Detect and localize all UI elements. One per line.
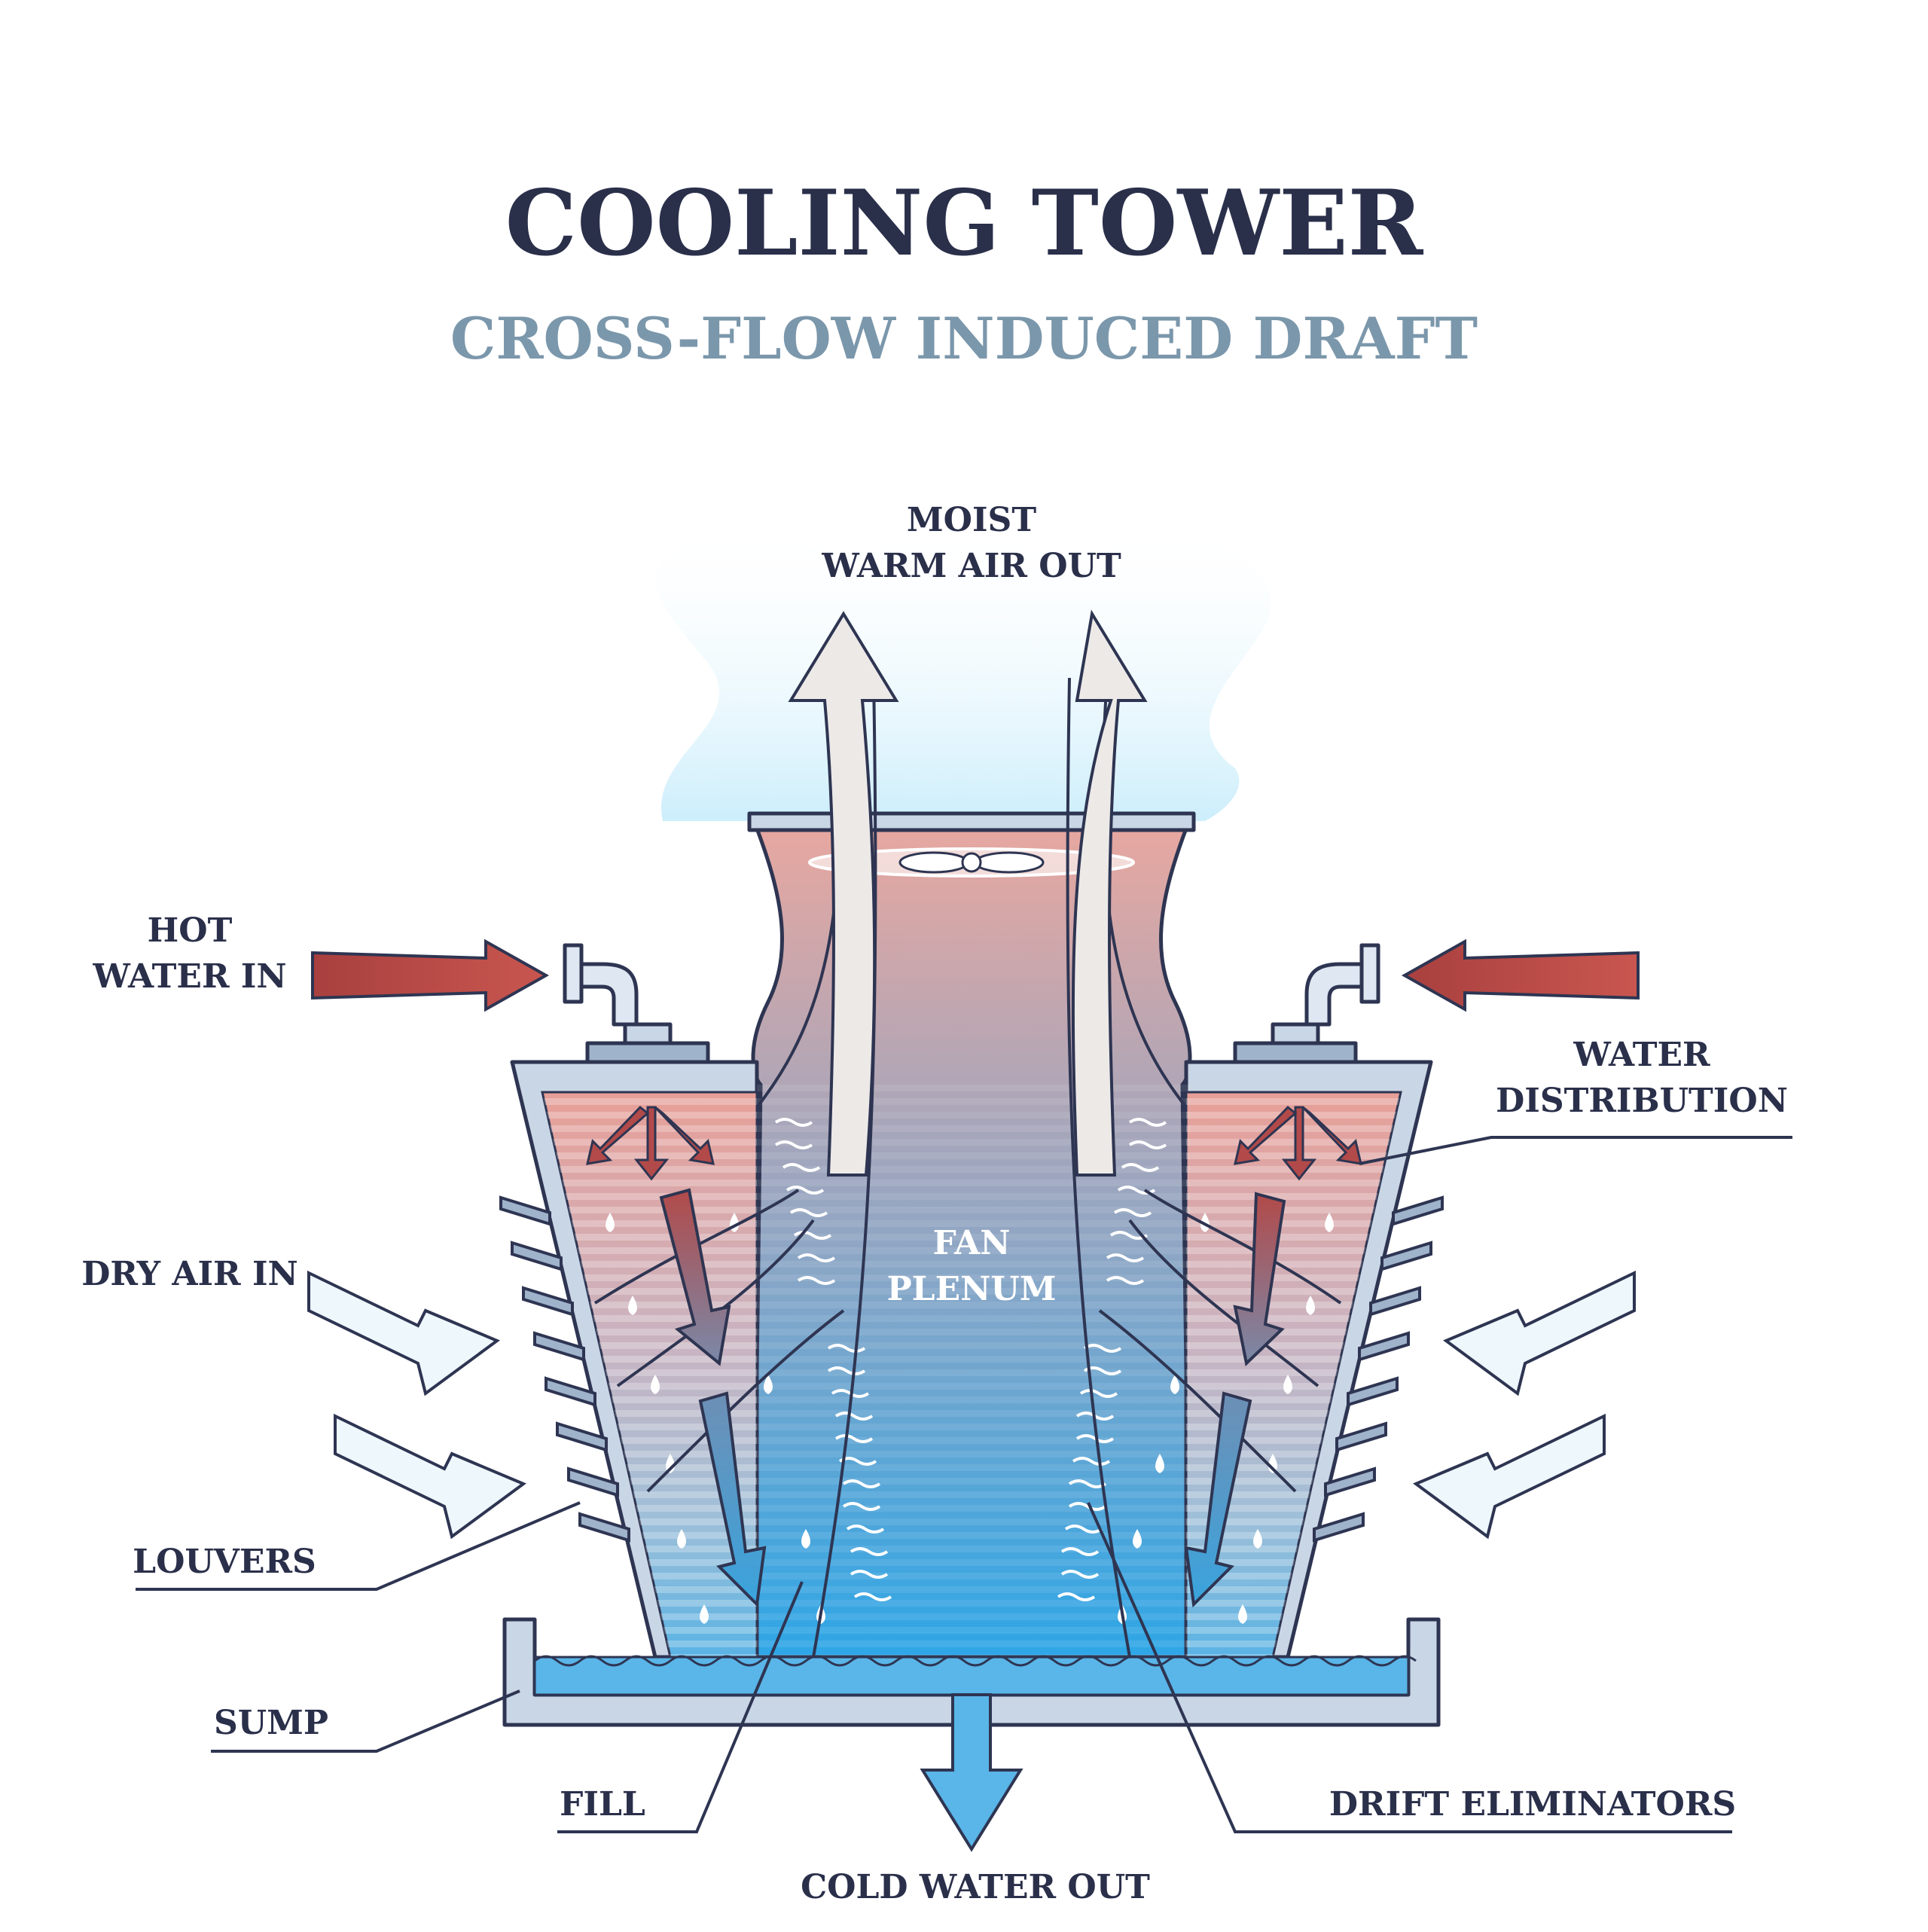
louvers-leader — [136, 1501, 581, 1591]
left-water-distribution-arrows — [586, 1105, 715, 1181]
left-hot-water-pipe — [563, 943, 710, 1064]
diagram-subtitle: CROSS-FLOW INDUCED DRAFT — [450, 305, 1478, 372]
right-louvers — [1313, 1195, 1444, 1543]
drift-eliminators-leader — [1087, 1502, 1732, 1833]
left-water-downflow-arrow — [659, 1188, 767, 1608]
fan-icon — [808, 847, 1135, 877]
water-distribution-label-line1: WATER — [1573, 1036, 1710, 1074]
hot-water-in-arrow-left — [311, 939, 550, 1012]
moist-air-label-line2: WARM AIR OUT — [821, 547, 1121, 585]
fill-label: FILL — [560, 1785, 645, 1824]
cold-water-out-arrow — [920, 1693, 1023, 1852]
sump-leader — [211, 1689, 520, 1753]
fan-plenum-label-line1: FAN — [932, 1224, 1010, 1262]
air-flow-lines — [593, 677, 1342, 1658]
sump-label: SUMP — [214, 1704, 328, 1742]
drift-eliminators-label: DRIFT ELIMINATORS — [1329, 1785, 1736, 1824]
louvers-label: LOUVERS — [133, 1543, 316, 1581]
left-fill-section — [510, 1060, 759, 1659]
left-louvers — [499, 1195, 630, 1543]
fill-leader — [557, 1581, 804, 1833]
hot-water-in-arrow-right — [1401, 939, 1640, 1012]
right-water-distribution-arrows — [1234, 1105, 1362, 1181]
water-distribution-leader — [1359, 1136, 1792, 1165]
water-distribution-label-line2: DISTRIBUTION — [1496, 1082, 1788, 1120]
dry-air-in-arrows-left — [307, 1270, 527, 1540]
moist-air-label-line1: MOIST — [907, 501, 1036, 539]
sump-basin — [502, 1617, 1441, 1727]
diagram-title: COOLING TOWER — [505, 170, 1424, 276]
right-hot-water-pipe — [1233, 943, 1380, 1064]
dry-air-in-label: DRY AIR IN — [81, 1255, 298, 1293]
hot-water-label-line1: HOT — [148, 911, 233, 950]
dry-air-in-arrows-right — [1412, 1270, 1636, 1540]
fan-plenum-label-line2: PLENUM — [887, 1270, 1057, 1308]
hot-water-label-line2: WATER IN — [92, 957, 286, 996]
cold-water-out-label: COLD WATER OUT — [801, 1868, 1150, 1906]
right-water-downflow-arrow — [1184, 1192, 1286, 1608]
top-deck — [747, 811, 1196, 832]
warm-air-out-arrow-left — [788, 611, 899, 1177]
plenum-texture — [753, 1085, 1190, 1657]
steam-cloud — [655, 536, 1271, 821]
left-drift-eliminators — [774, 1118, 892, 1601]
right-drift-eliminators — [1057, 1118, 1167, 1601]
warm-air-out-arrow-right — [1071, 609, 1148, 1177]
